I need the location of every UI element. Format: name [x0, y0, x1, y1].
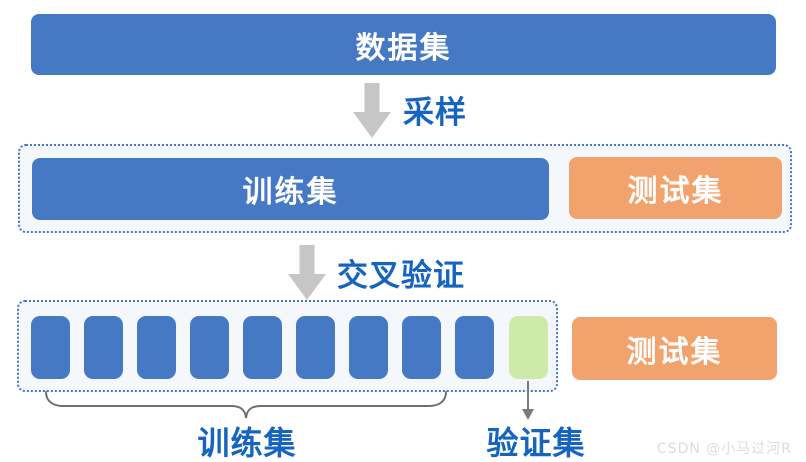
test-bar: 测试集	[569, 157, 782, 219]
train-fold-block	[84, 316, 123, 379]
dataset-bar: 数据集	[31, 14, 776, 75]
validation-fold-block	[509, 316, 548, 379]
cv-test-bar-label: 测试集	[626, 334, 723, 370]
cv-test-bar: 测试集	[572, 317, 777, 380]
down-arrow-icon	[288, 245, 326, 300]
fold-strip	[31, 316, 494, 379]
train-fold-block	[137, 316, 176, 379]
train-bar: 训练集	[32, 158, 549, 220]
train-fold-block	[190, 316, 229, 379]
train-brace-label: 训练集	[197, 424, 297, 462]
validation-down-arrow-icon	[522, 381, 534, 420]
train-fold-block	[296, 316, 335, 379]
dataset-bar-label: 数据集	[355, 30, 452, 66]
train-fold-block	[455, 316, 494, 379]
train-fold-block	[349, 316, 388, 379]
train-bar-label: 训练集	[242, 175, 339, 210]
test-bar-label: 测试集	[627, 174, 724, 209]
train-fold-block	[402, 316, 441, 379]
brace-icon	[45, 391, 447, 419]
sampling-label: 采样	[403, 95, 467, 131]
down-arrow-icon	[353, 83, 391, 138]
validation-label: 验证集	[486, 424, 586, 462]
cross-validation-label: 交叉验证	[337, 258, 465, 294]
train-fold-block	[243, 316, 282, 379]
train-fold-block	[31, 316, 70, 379]
watermark: CSDN @小马过河R	[656, 441, 792, 457]
